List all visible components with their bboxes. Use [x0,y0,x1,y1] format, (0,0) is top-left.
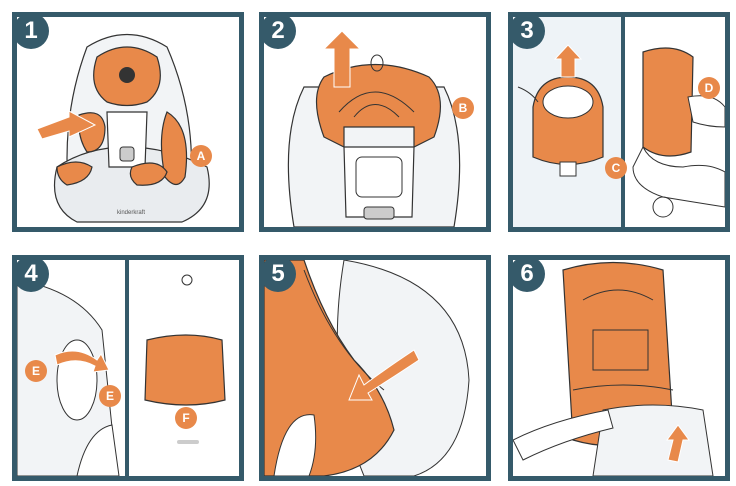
step-number-badge: 6 [509,256,545,292]
marker-e-left: E [25,360,47,382]
step-number-badge: 4 [13,256,49,292]
marker-c: C [605,157,627,179]
step-1-illustration [17,17,239,227]
marker-f: F [175,407,197,429]
step-4-panel: 4 E E F [12,255,244,481]
step-4-illustration [17,260,239,476]
brand-label: kinderkraft [117,210,145,216]
step-number-badge: 5 [260,256,296,292]
step-5-panel: 5 [259,255,491,481]
step-3-illustration [513,17,725,227]
step-1-panel: 1 A kinderkraft [12,12,244,232]
step-6-panel: 6 [508,255,730,481]
step-3-panel: 3 C D [508,12,730,232]
step-number-badge: 3 [509,13,545,49]
step-5-illustration [264,260,486,476]
step-6-illustration [513,260,725,476]
marker-b: B [452,97,474,119]
step-number-badge: 2 [260,13,296,49]
marker-d: D [698,77,720,99]
step-number-badge: 1 [13,13,49,49]
marker-e-right: E [99,385,121,407]
marker-a: A [190,145,212,167]
step-2-panel: 2 B [259,12,491,232]
step-2-illustration [264,17,486,227]
